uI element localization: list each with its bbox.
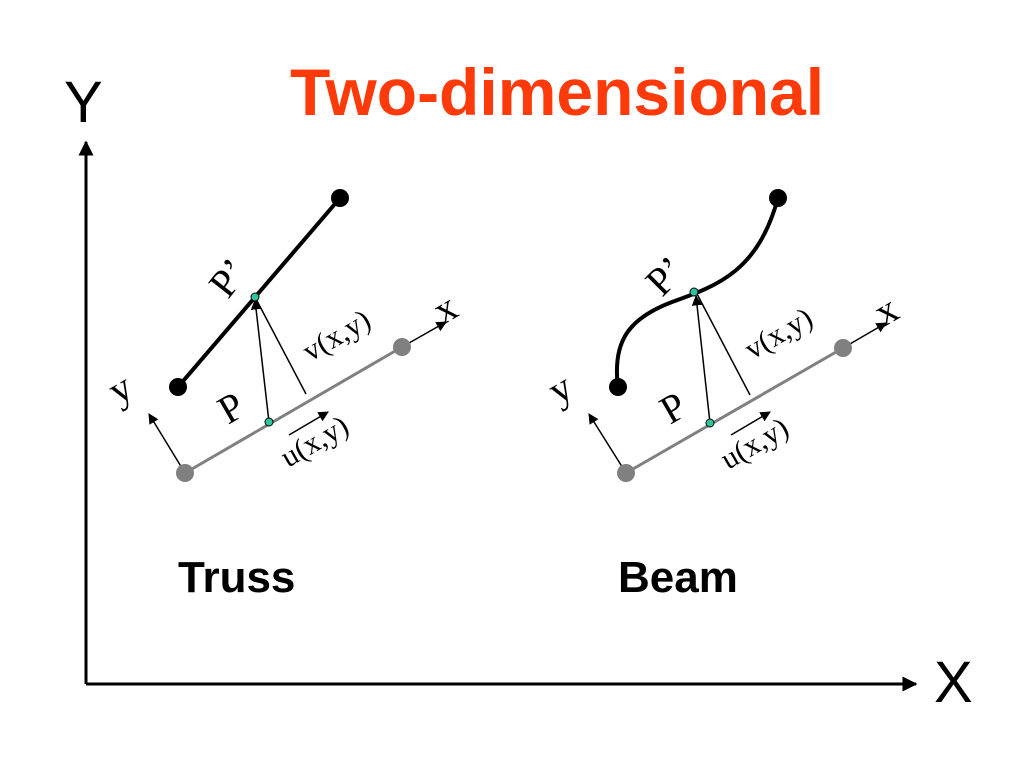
- truss-undeformed-node-start: [176, 464, 194, 482]
- beam-local-x-label: x: [866, 286, 906, 335]
- truss-undeformed-member: [184, 345, 403, 475]
- beam-deformed-node-end: [769, 189, 787, 207]
- beam-p-label: P: [652, 383, 694, 433]
- beam-v-label: v(x,y): [739, 301, 818, 366]
- beam-undeformed-node-end: [834, 339, 852, 357]
- truss-local-y-axis: [148, 413, 186, 474]
- truss-deformed-node-end: [331, 189, 349, 207]
- truss-p-label: P: [210, 383, 252, 433]
- beam-local-y-label: y: [540, 364, 580, 413]
- truss-deformed-node-start: [169, 378, 187, 396]
- beam-panel: P’ P x y v(x,y) u(x,y): [540, 189, 906, 482]
- slide-title: Two-dimensional: [290, 55, 825, 129]
- beam-deformed-member: [614, 197, 780, 388]
- truss-panel: P’ P x y v(x,y) u(x,y): [100, 189, 465, 482]
- global-y-axis-label: Y: [64, 70, 103, 135]
- beam-v-component-line: [695, 291, 751, 396]
- truss-local-y-label: y: [100, 364, 140, 413]
- beam-caption: Beam: [618, 553, 738, 602]
- truss-caption: Truss: [178, 553, 296, 602]
- truss-p-prime-label: P’: [200, 250, 257, 306]
- beam-u-arrow: [730, 411, 771, 436]
- truss-deformed-member: [176, 196, 342, 389]
- beam-displacement-arrow: [691, 294, 711, 424]
- beam-local-y-axis: [588, 413, 627, 474]
- truss-v-label: v(x,y): [297, 303, 376, 368]
- global-x-axis-label: X: [934, 650, 973, 715]
- truss-point-p-prime-marker: [250, 292, 260, 302]
- beam-undeformed-member: [625, 346, 844, 475]
- truss-displacement-arrow: [250, 298, 270, 423]
- beam-point-p-prime-marker: [689, 287, 699, 297]
- truss-point-p-marker: [264, 417, 274, 427]
- beam-undeformed-node-start: [617, 464, 635, 482]
- beam-deformed-node-start: [609, 378, 627, 396]
- beam-point-p-marker: [705, 418, 715, 428]
- truss-local-x-label: x: [425, 284, 465, 333]
- truss-v-component-line: [254, 296, 307, 395]
- truss-u-arrow: [288, 411, 329, 436]
- truss-u-label: u(x,y): [275, 409, 354, 474]
- truss-undeformed-node-end: [393, 338, 411, 356]
